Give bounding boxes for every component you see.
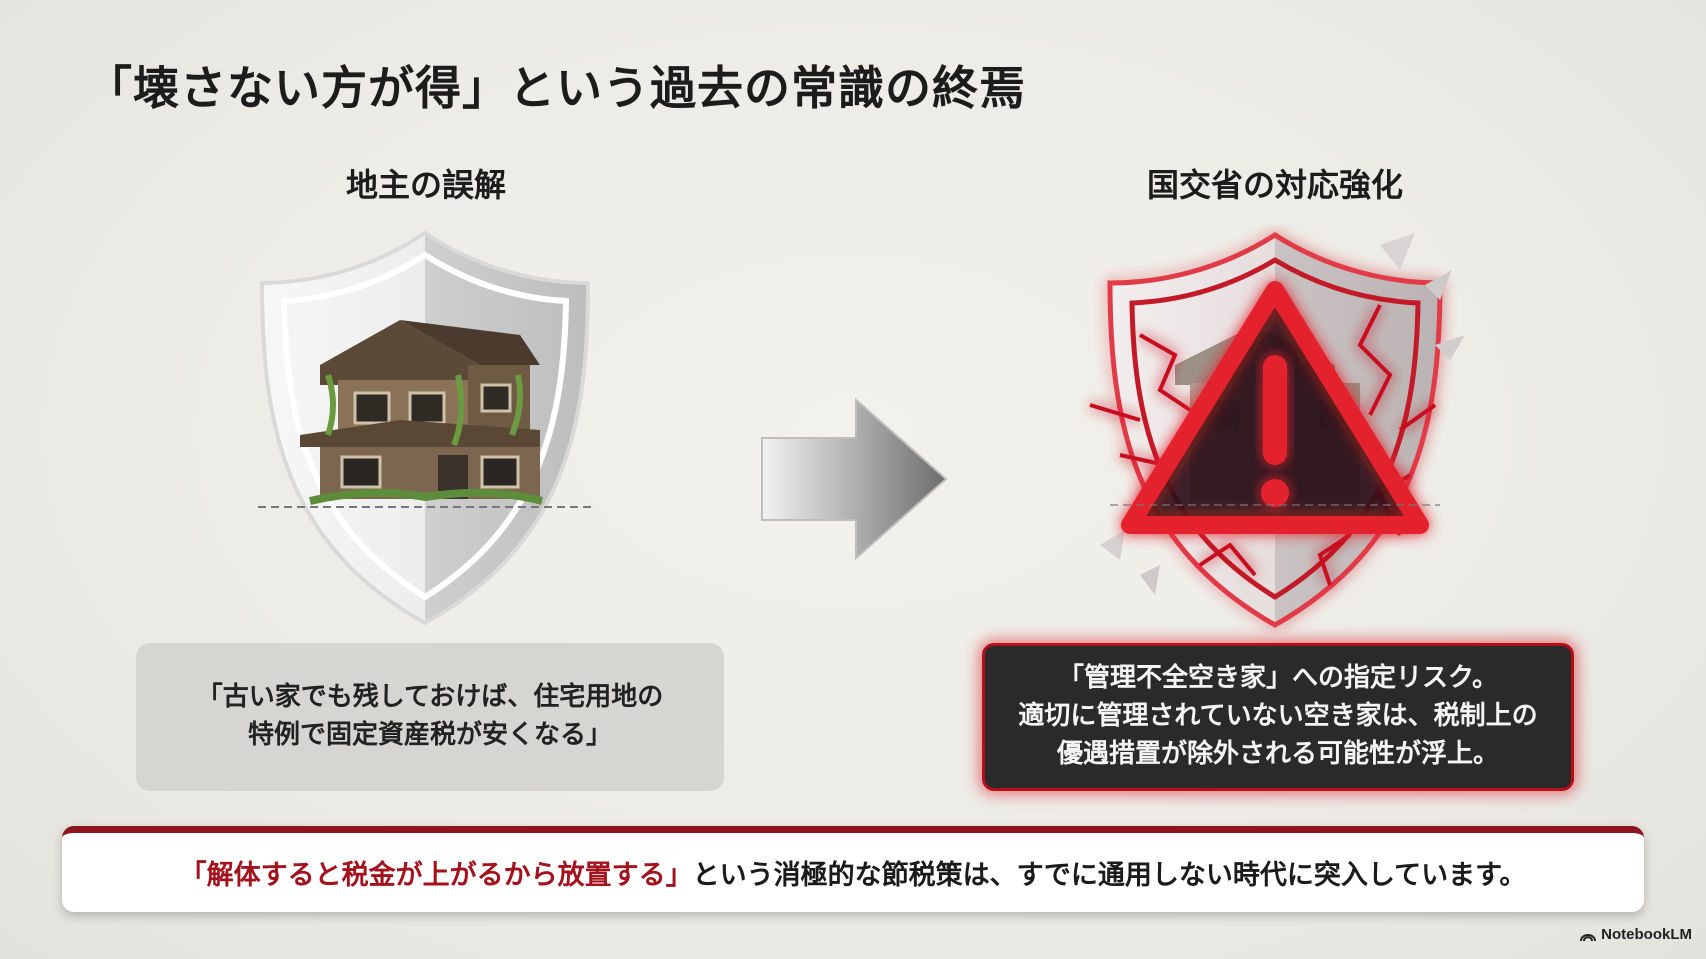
right-arrow-icon <box>761 397 948 561</box>
cracked-shield-warning-icon <box>1089 232 1465 628</box>
left-heading: 地主の誤解 <box>345 166 506 204</box>
right-text-line: 優遇措置が除外される可能性が浮上。 <box>1056 738 1499 769</box>
banner-rest: という消極的な節税策は、すでに通用しない時代に突入しています。 <box>692 860 1527 891</box>
right-warning-box: 「管理不全空き家」への指定リスク。 適切に管理されていない空き家は、税制上の 優… <box>982 643 1574 791</box>
left-quote-box: 「古い家でも残しておけば、住宅用地の 特例で固定資産税が安くなる」 <box>136 643 724 791</box>
banner-highlight: 「解体すると税金が上がるから放置する」 <box>179 860 693 891</box>
left-quote-line: 「古い家でも残しておけば、住宅用地の <box>196 682 664 713</box>
right-heading: 国交省の対応強化 <box>1146 166 1403 204</box>
right-text-line: 適切に管理されていない空き家は、税制上の <box>1018 701 1538 732</box>
brand-watermark: NotebookLM <box>1579 926 1692 943</box>
shield-house-icon <box>258 230 592 626</box>
left-quote-line: 特例で固定資産税が安くなる」 <box>247 720 612 750</box>
notebooklm-logo-icon <box>1580 933 1597 941</box>
slide-title: 「壊さない方が得」という過去の常識の終焉 <box>86 61 1026 115</box>
brand-label: NotebookLM <box>1601 926 1692 943</box>
conclusion-banner: 「解体すると税金が上がるから放置する」 という消極的な節税策は、すでに通用しない… <box>62 826 1644 912</box>
old-house-icon <box>258 320 592 508</box>
right-text-line: 「管理不全空き家」への指定リスク。 <box>1058 663 1498 694</box>
